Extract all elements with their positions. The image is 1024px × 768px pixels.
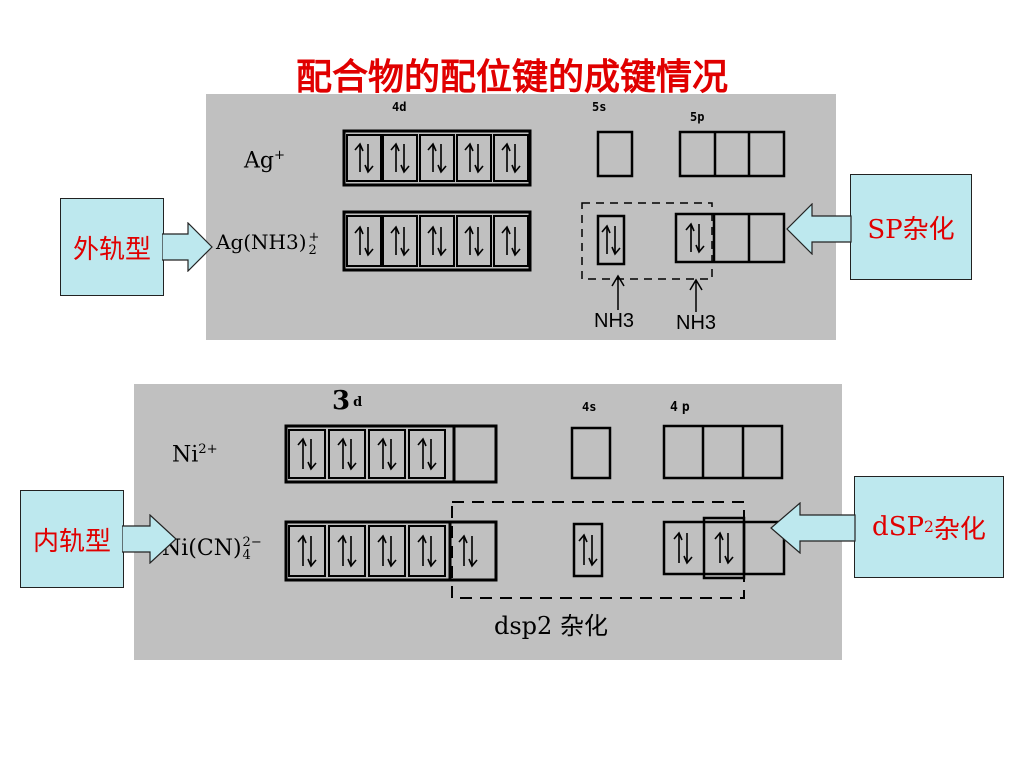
ag-complex-5s-electrons [601,225,621,255]
ag-4d-orbitals [342,129,532,187]
ag-orbital-panel: 4d 5s 5p Ag+ Ag(NH3)+2 NH3 NH3 [206,94,836,340]
ag-5s-orbital [596,130,634,178]
ni-4p-label: 4p [670,400,694,415]
slide-title: 配合物的配位键的成键情况 [295,57,728,98]
dsp2-hybrid-label: dsp2 杂化 [494,612,608,640]
inner-orbital-callout: 内轨型 [20,490,124,588]
ni-complex-3d-orbitals [284,520,498,582]
ag-5p-label: 5p [690,110,705,124]
sp-hybrid-arrow [786,203,852,255]
ni-orbital-diagram [284,424,786,599]
sp-hybrid-dashed-box [581,202,713,280]
ni-4p-orbitals [662,424,784,480]
nh3-donor-arrows [611,274,703,312]
ag-complex-5s-orbital [596,214,626,266]
outer-orbital-arrow [162,222,213,272]
nh3-label-1: NH3 [594,310,635,332]
ni-complex-4p-orbitals [662,516,786,580]
ag-complex-5p-electrons [685,223,705,253]
outer-orbital-callout: 外轨型 [60,198,164,296]
ni-4s-label: 4s [582,400,597,414]
ag-4d-electrons [354,143,521,173]
ni-3d-orbitals [284,424,498,484]
inner-orbital-arrow [122,514,177,564]
ni-4s-orbital [570,426,612,480]
ag-complex-label: Ag(NH3)+2 [216,229,320,258]
ag-complex-4d-orbitals [342,210,532,272]
ag-5s-label: 5s [592,100,607,114]
ni-ion-label: Ni2+ [172,442,218,468]
ag-4d-label: 4d [392,100,407,114]
nh3-label-2: NH3 [676,312,717,334]
ni-3d-electrons [297,438,437,470]
ag-complex-4d-electrons [354,226,521,256]
dsp2-hybrid-arrow [770,502,856,554]
ag-ion-label: Ag+ [244,148,286,174]
ag-orbital-diagram [342,129,786,312]
ag-complex-5p-orbitals [674,212,786,264]
ni-complex-4s-orbital [572,522,604,578]
ni-complex-4s-electrons [578,534,598,566]
ag-5p-orbitals [678,130,786,178]
sp-hybrid-callout: SP杂化 [850,174,972,280]
